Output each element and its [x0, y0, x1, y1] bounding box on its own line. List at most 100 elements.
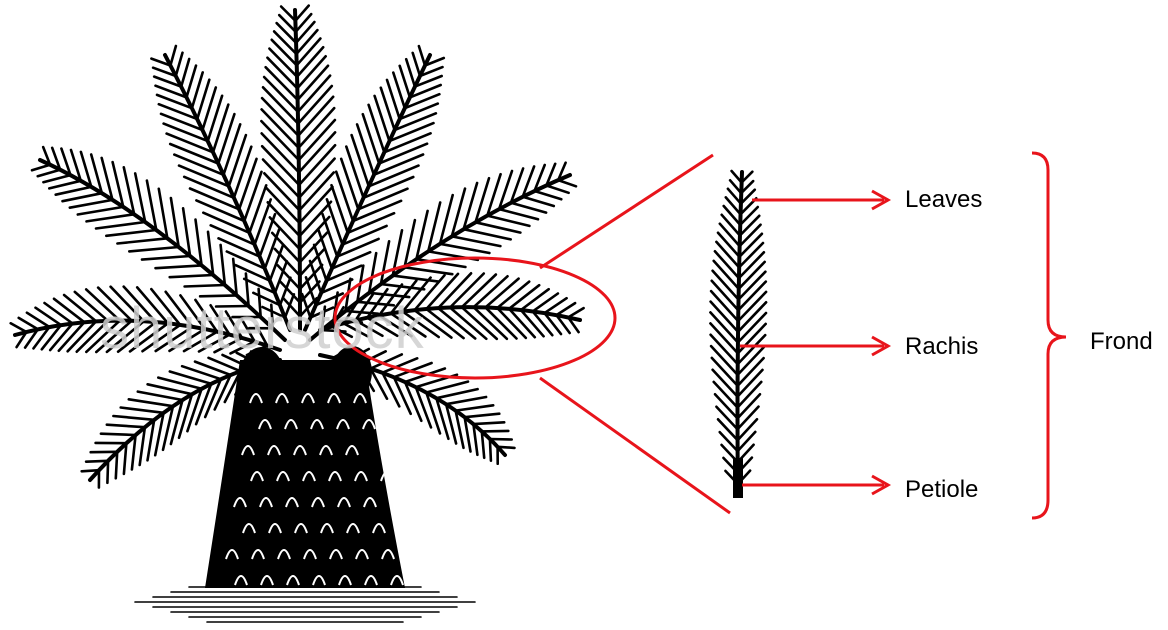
leaflet	[715, 394, 738, 418]
leaflet	[297, 39, 321, 66]
leaflet	[533, 294, 558, 312]
leaflet	[82, 470, 99, 471]
leaflet	[277, 23, 297, 43]
leaflet	[509, 285, 539, 309]
leaflet	[213, 105, 228, 153]
leaflet	[332, 185, 348, 233]
leaflet	[523, 197, 554, 206]
leaflet	[720, 224, 740, 246]
leaflet	[32, 165, 50, 171]
leaflet	[239, 159, 256, 209]
leaflet	[405, 267, 453, 274]
leaflet	[740, 225, 761, 246]
leaflet	[36, 308, 62, 325]
zoom-line-bottom	[540, 378, 730, 513]
leaflet	[357, 124, 374, 174]
zoom-line-top	[540, 155, 713, 268]
leaflet	[272, 40, 297, 66]
label-petiole: Petiole	[905, 478, 978, 502]
leaflet	[187, 66, 197, 98]
leaflet	[234, 147, 251, 198]
leaflet	[49, 181, 81, 189]
leaflet	[499, 209, 538, 219]
leaflet	[440, 244, 489, 253]
leaflet	[224, 124, 241, 175]
leaflet	[300, 233, 327, 263]
leaflet	[718, 419, 738, 440]
leaflet	[101, 434, 136, 435]
watermark-text: shutterstock	[100, 295, 425, 362]
detail-frond	[710, 171, 766, 495]
palm-frond	[261, 6, 335, 330]
leaflet	[56, 187, 92, 195]
leaflet	[274, 31, 296, 54]
leaflet	[498, 447, 515, 448]
leaflet	[208, 232, 213, 275]
leaflet	[142, 256, 190, 260]
frond-detail	[710, 171, 766, 498]
label-frond: Frond	[1090, 330, 1153, 354]
leaflet	[720, 432, 738, 451]
leaflet	[296, 30, 317, 54]
leaflet	[116, 452, 117, 479]
leaflet	[218, 114, 234, 163]
leaflet	[718, 233, 739, 257]
leaflet	[117, 238, 167, 243]
leaflet	[740, 207, 758, 225]
leaflet	[490, 439, 491, 461]
palm-frond	[151, 46, 294, 330]
leaflet	[96, 222, 145, 229]
leaflet	[738, 419, 757, 440]
leaflet	[716, 242, 739, 268]
leaflet	[464, 229, 511, 239]
leaflet	[452, 236, 501, 246]
leaflet	[106, 230, 156, 236]
leaflet	[54, 299, 84, 322]
leaflet	[521, 289, 549, 310]
leaflet	[436, 389, 477, 398]
leaflet	[558, 180, 576, 186]
leaflet	[296, 22, 314, 43]
leaflet	[413, 53, 420, 76]
leaflet	[722, 215, 740, 236]
leaflet	[113, 416, 154, 420]
leaflet	[170, 275, 214, 277]
leaflet	[724, 206, 741, 225]
leaflet	[229, 135, 246, 186]
leaflet	[369, 105, 385, 153]
frond-brace	[1032, 153, 1066, 518]
leaflet	[185, 285, 225, 287]
leaflet	[107, 425, 145, 428]
leaflet	[327, 199, 343, 244]
leaflet	[176, 53, 183, 76]
leaflet	[456, 405, 494, 410]
leaflet	[196, 220, 202, 266]
leaflet	[70, 200, 113, 208]
leaflet	[170, 46, 176, 66]
leaflet	[556, 303, 575, 315]
leaflet	[738, 394, 761, 418]
leaflet	[346, 147, 363, 198]
leaflet	[78, 207, 124, 215]
leaflet	[38, 170, 61, 176]
leaflet	[473, 422, 504, 424]
leaflet	[129, 399, 173, 406]
label-rachis: Rachis	[905, 335, 978, 359]
leaflet	[63, 193, 102, 201]
leaflet	[406, 59, 415, 86]
leaflet	[511, 203, 546, 213]
label-leaves: Leaves	[905, 188, 982, 212]
leaflet	[341, 159, 358, 210]
leaflet	[107, 461, 108, 483]
leaflet	[156, 265, 202, 268]
leaflet	[739, 234, 762, 257]
petiole-base	[733, 458, 743, 498]
leaflet	[465, 414, 500, 418]
leaflet	[255, 200, 271, 245]
leaflet	[375, 96, 390, 141]
leaflet	[490, 439, 512, 440]
leaflet	[129, 247, 178, 251]
leaflet	[19, 318, 38, 329]
leaflet	[45, 303, 73, 324]
leaflet	[738, 407, 759, 430]
